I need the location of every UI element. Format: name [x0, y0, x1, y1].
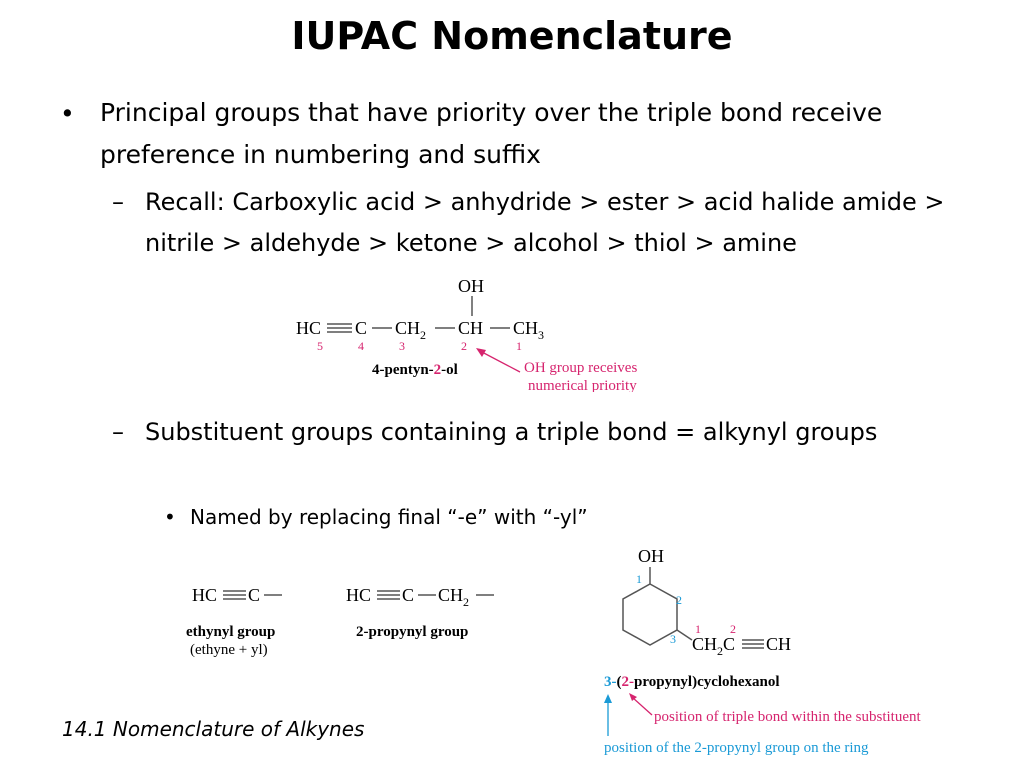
cyclohexane-ring	[622, 583, 678, 646]
bullet-dot: •	[60, 99, 75, 128]
ch3-label: CH3	[513, 318, 544, 342]
carbon-number: 1	[516, 339, 522, 353]
cyclohexanol-structure: OH 1 2 3 1 2 CH2C CH 3-(2-propynyl)cyclo…	[604, 546, 921, 756]
compound-name: 3-(2-propynyl)cyclohexanol	[604, 674, 780, 690]
carbon-number: 3	[399, 339, 405, 353]
ethynyl-name: ethynyl group	[186, 624, 275, 640]
ring-number: 3	[670, 632, 676, 646]
ch2-label: CH2	[395, 318, 426, 342]
ch-label: CH	[458, 318, 483, 338]
carbon-number: 5	[317, 339, 323, 353]
ring-number: 1	[636, 572, 642, 586]
arrow-line	[631, 696, 653, 716]
bullet-dash: –	[112, 188, 124, 216]
bullet-principal-groups: Principal groups that have priority over…	[100, 98, 883, 169]
pentynol-structure: OH HC C CH2 CH CH3 5 4 3 2 1 4-pentyn-2-…	[296, 276, 637, 392]
bullet-dash: –	[112, 418, 124, 446]
arrow-line	[479, 350, 521, 373]
c-label: C	[355, 318, 367, 338]
carbon-number: 4	[358, 339, 364, 353]
triple-bond-note: position of triple bond within the subst…	[654, 709, 921, 725]
slide-title: IUPAC Nomenclature	[291, 14, 733, 58]
compound-name: 4-pentyn-2-ol	[372, 362, 458, 378]
ring-number: 2	[676, 593, 682, 607]
hc-label: HC	[192, 585, 217, 605]
ch-label: CH	[766, 634, 791, 654]
arrow-head	[604, 694, 612, 703]
bullet-named-by: Named by replacing final “-e” with “-yl”	[190, 505, 588, 529]
carbon-number: 2	[461, 339, 467, 353]
ch2c-label: CH2C	[692, 634, 735, 658]
arrow-head	[629, 693, 637, 701]
ring-position-note: position of the 2-propynyl group on the …	[604, 740, 869, 756]
substituent-number: 1	[695, 622, 701, 636]
ethynyl-origin: (ethyne + yl)	[190, 642, 268, 658]
single-bond	[676, 629, 693, 641]
hc-label: HC	[296, 318, 321, 338]
c-label: C	[402, 585, 414, 605]
arrow-head	[476, 348, 486, 357]
oh-label: OH	[638, 546, 664, 566]
propynyl-name: 2-propynyl group	[356, 624, 468, 640]
c-label: C	[248, 585, 260, 605]
priority-note: OH group receives	[524, 360, 637, 376]
bullet-substituent: Substituent groups containing a triple b…	[145, 418, 878, 446]
substituent-number: 2	[730, 622, 736, 636]
propynyl-structure: HC C CH2 2-propynyl group	[346, 585, 494, 640]
slide-footer: 14.1 Nomenclature of Alkynes	[62, 717, 365, 741]
ch2-label: CH2	[438, 585, 469, 609]
priority-note: numerical priority	[528, 378, 637, 392]
oh-label: OH	[458, 276, 484, 296]
hc-label: HC	[346, 585, 371, 605]
bullet-dot-small: •	[164, 505, 176, 529]
ethynyl-structure: HC C ethynyl group (ethyne + yl)	[186, 585, 282, 658]
bullet-recall: Recall: Carboxylic acid > anhydride > es…	[145, 188, 945, 257]
